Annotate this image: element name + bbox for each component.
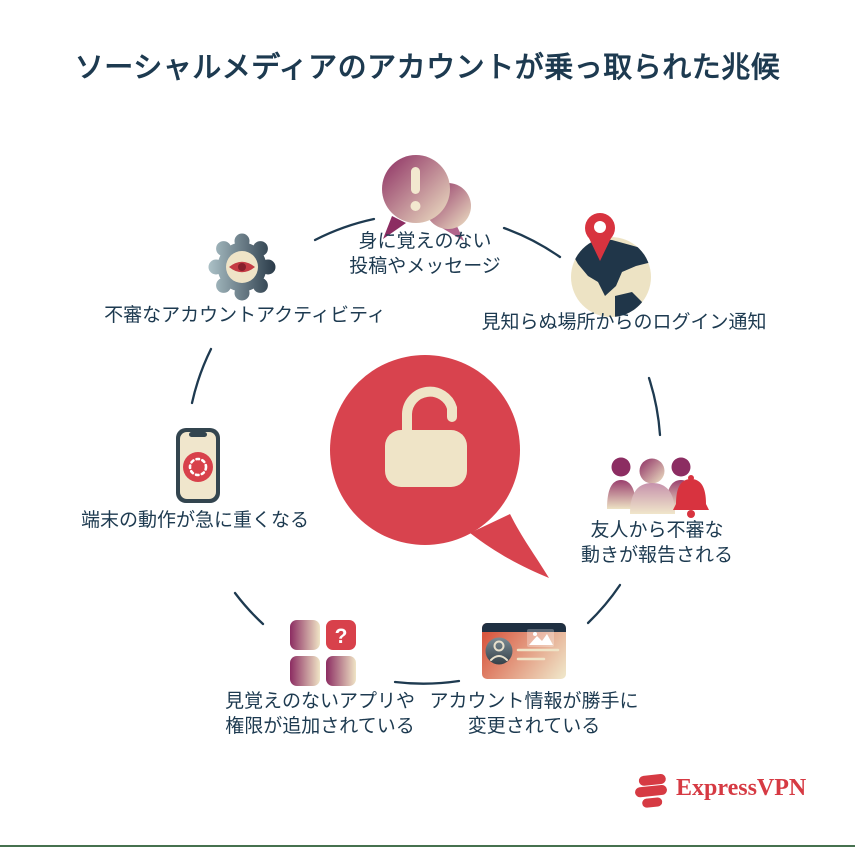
label-line: 友人から不審な bbox=[590, 520, 724, 541]
page-title: ソーシャルメディアのアカウントが乗っ取られた兆候 bbox=[74, 52, 781, 84]
label-line: 投稿やメッセージ bbox=[349, 256, 501, 277]
unlocked-padlock-speech-bubble-icon bbox=[330, 355, 549, 578]
label-line: 権限が追加されている bbox=[225, 716, 415, 737]
connector-arc bbox=[502, 226, 562, 259]
connector-arc bbox=[393, 679, 461, 685]
label-device-slow: 端末の動作が急に重くなる bbox=[81, 508, 309, 533]
bell-icon bbox=[673, 475, 709, 518]
connector-arc bbox=[233, 591, 265, 626]
bottom-rule bbox=[0, 845, 855, 847]
label-unknown-apps: 見覚えのないアプリや 権限が追加されている bbox=[225, 689, 415, 739]
gear-eye-icon bbox=[208, 233, 276, 301]
connector-arc bbox=[190, 347, 213, 405]
app-grid-question-icon: ? bbox=[290, 620, 356, 686]
label-suspicious-activity: 不審なアカウントアクティビティ bbox=[104, 303, 386, 328]
connector-arc bbox=[586, 583, 622, 625]
label-line: 見知らぬ場所からのログイン通知 bbox=[481, 312, 767, 333]
label-line: 不審なアカウントアクティビティ bbox=[104, 305, 386, 326]
label-unknown-posts: 身に覚えのない 投稿やメッセージ bbox=[349, 229, 501, 279]
chat-bubbles-alert-icon bbox=[382, 155, 471, 241]
label-friends-report: 友人から不審な 動きが報告される bbox=[581, 518, 733, 568]
label-line: 端末の動作が急に重くなる bbox=[80, 510, 310, 531]
expressvpn-wordmark: ExpressVPN bbox=[676, 775, 807, 801]
connector-arcs bbox=[190, 217, 662, 685]
question-mark-badge: ? bbox=[335, 625, 348, 648]
label-line: 変更されている bbox=[467, 716, 601, 737]
label-login-notifications: 見知らぬ場所からのログイン通知 bbox=[481, 310, 766, 335]
expressvpn-logo-icon bbox=[635, 774, 667, 808]
label-line: 見覚えのないアプリや bbox=[224, 691, 416, 712]
connector-arc bbox=[313, 217, 376, 242]
label-line: 身に覚えのない bbox=[358, 231, 492, 252]
connector-arc bbox=[647, 376, 662, 437]
label-account-info-changed: アカウント情報が勝手に 変更されている bbox=[429, 689, 638, 739]
people-bell-icon bbox=[607, 457, 709, 518]
label-line: アカウント情報が勝手に bbox=[429, 691, 639, 712]
label-line: 動きが報告される bbox=[580, 545, 734, 566]
profile-card-icon bbox=[482, 623, 566, 679]
phone-loading-icon bbox=[176, 428, 220, 503]
